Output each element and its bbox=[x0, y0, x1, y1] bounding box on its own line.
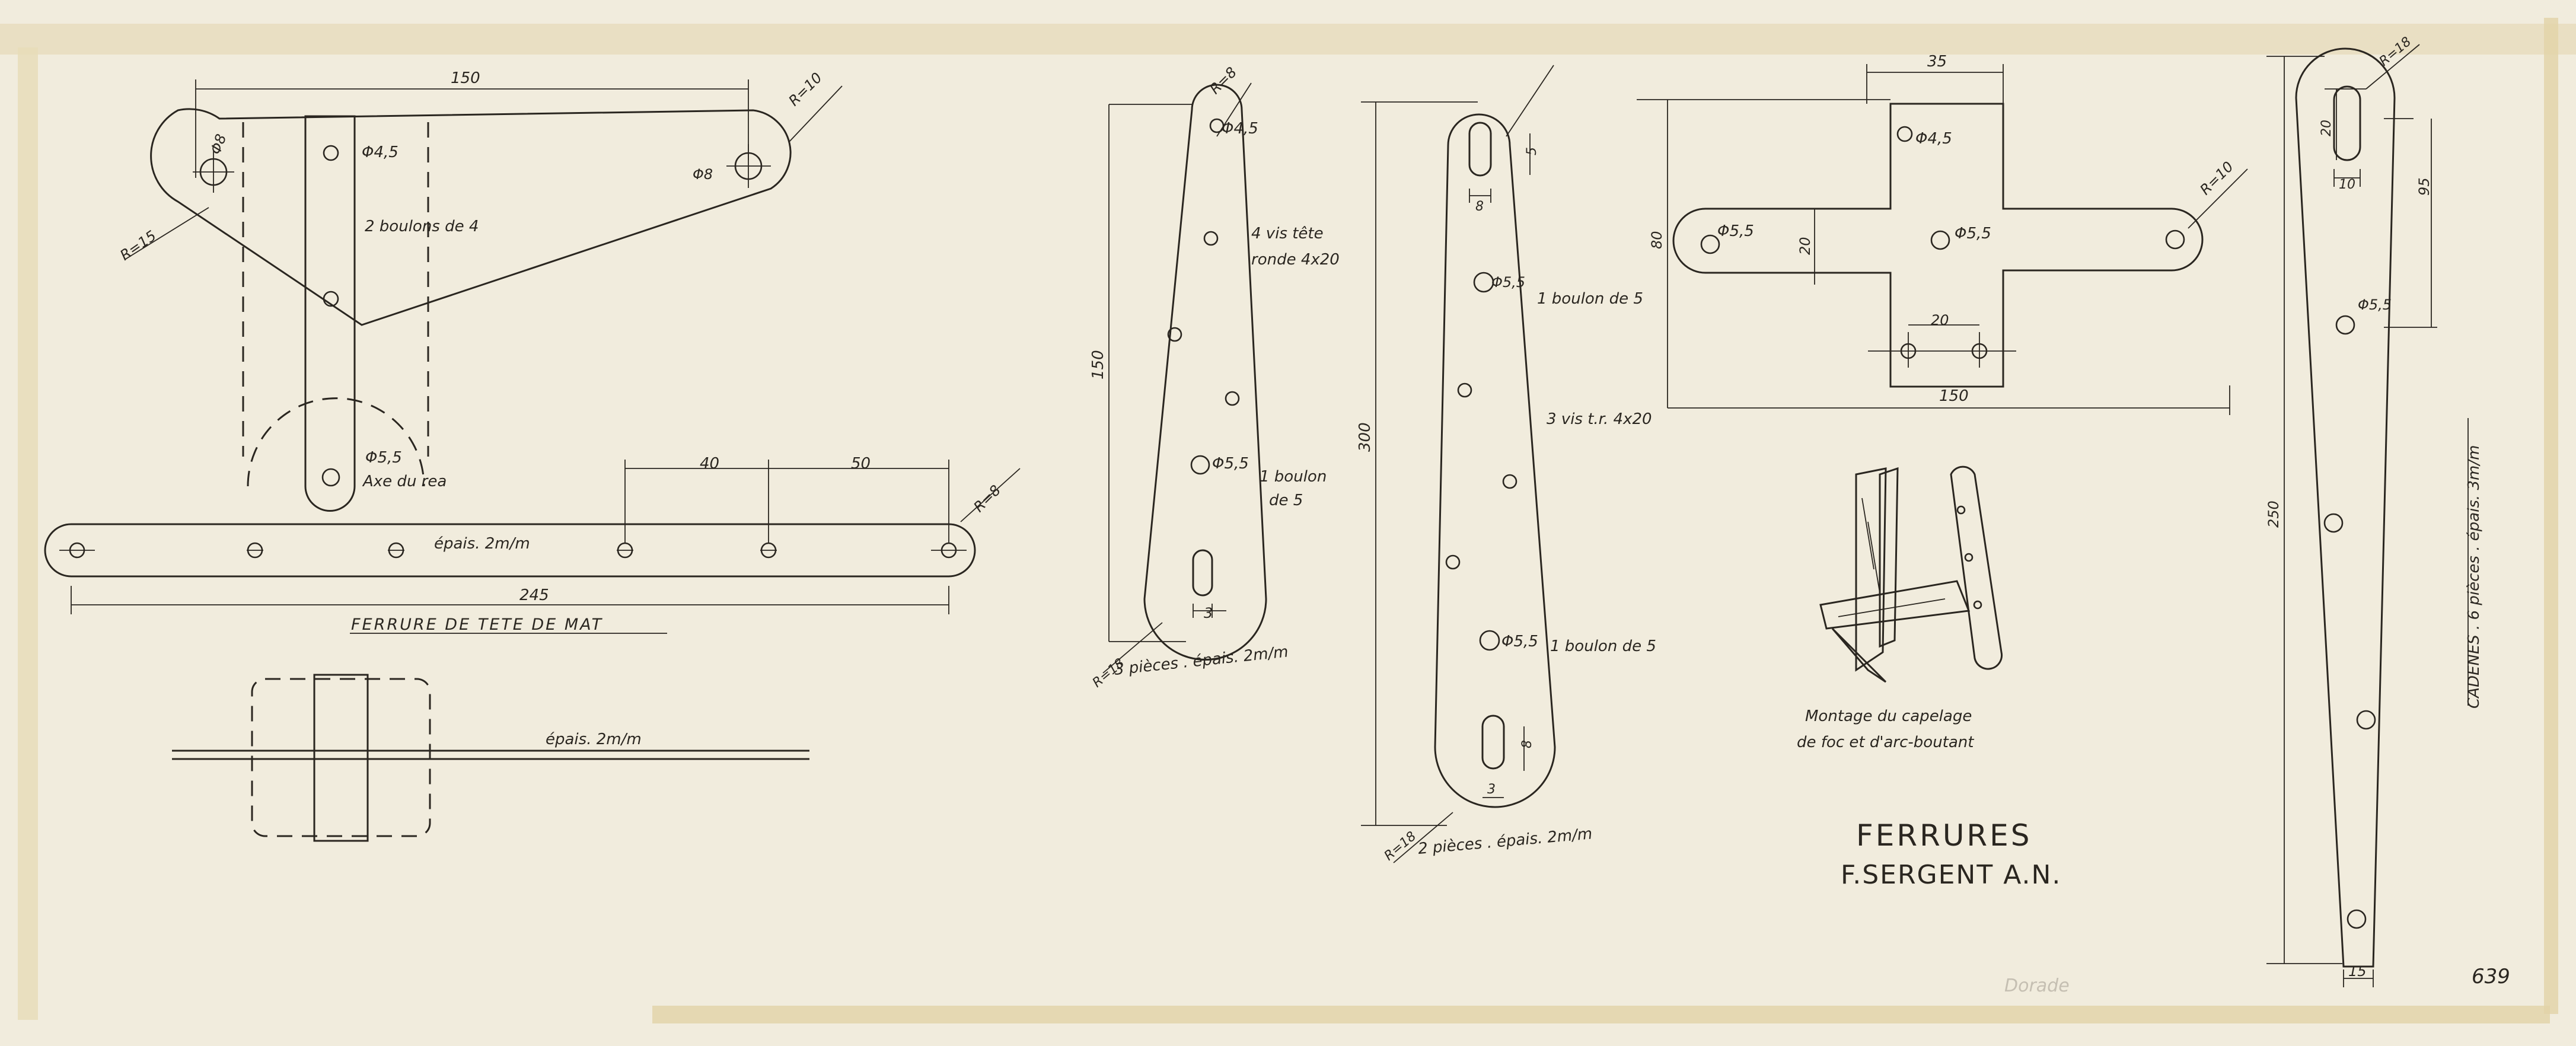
bar-thickness: épais. 2m/m bbox=[434, 535, 530, 553]
title-block: FERRURES F.SERGENT A.N. bbox=[1841, 818, 2061, 890]
cross-hole-left: Φ5,5 bbox=[1717, 222, 1754, 240]
drawing-title: FERRURES bbox=[1856, 818, 2032, 853]
c-dim-height: 300 bbox=[1356, 422, 1374, 452]
drawing-author: F.SERGENT A.N. bbox=[1841, 860, 2061, 890]
hole-strap: Φ4,5 bbox=[362, 143, 398, 161]
cross-hole-center: Φ5,5 bbox=[1955, 225, 1991, 243]
cad-dim-20: 20 bbox=[2319, 120, 2334, 136]
c-note-bottom: 1 boulon de 5 bbox=[1550, 637, 1656, 655]
c-slot-height: 5 bbox=[1525, 147, 1539, 155]
c-slot-width-bottom: 3 bbox=[1487, 782, 1496, 797]
b-note-bolt-1: 1 boulon bbox=[1260, 468, 1327, 486]
b-slot-width: 3 bbox=[1204, 605, 1213, 621]
hole-right: Φ8 bbox=[693, 166, 713, 183]
side-thickness: épais. 2m/m bbox=[546, 731, 642, 748]
b-note-bolt-2: de 5 bbox=[1269, 492, 1303, 509]
cross-dim-20v: 20 bbox=[1797, 237, 1813, 255]
c-slot-width: 8 bbox=[1475, 199, 1484, 214]
cross-dim-80: 80 bbox=[1649, 231, 1665, 249]
dim-length-150: 150 bbox=[451, 69, 480, 87]
cad-caption: CADENES . 6 pièces . épais. 3m/m bbox=[2465, 445, 2483, 709]
b-dim-height: 150 bbox=[1089, 350, 1107, 380]
right-edge-strip bbox=[2544, 18, 2558, 1014]
cross-dim-top: 35 bbox=[1927, 53, 1947, 71]
sketch-caption-line-1: Montage du capelage bbox=[1805, 707, 1972, 725]
cross-plate bbox=[1637, 64, 2248, 415]
cross-dim-150: 150 bbox=[1939, 387, 1969, 405]
dim-245: 245 bbox=[519, 586, 549, 604]
cross-hole-top: Φ4,5 bbox=[1915, 130, 1952, 148]
cad-dim-10: 10 bbox=[2339, 177, 2355, 192]
cad-dim-95: 95 bbox=[2416, 177, 2432, 196]
c-hole-bottom: Φ5,5 bbox=[1501, 633, 1538, 650]
assembly-sketch bbox=[1819, 465, 2003, 683]
c-note-screws: 3 vis t.r. 4x20 bbox=[1547, 410, 1652, 428]
c-slot-height-bottom: 8 bbox=[1520, 740, 1535, 748]
left-edge-strip bbox=[18, 47, 38, 1020]
cadenes-part bbox=[2266, 44, 2469, 987]
cross-dim-20h: 20 bbox=[1931, 312, 1949, 329]
top-edge-strip bbox=[0, 24, 2576, 55]
b-hole-bolt: Φ5,5 bbox=[1212, 455, 1249, 473]
c-note-top: 1 boulon de 5 bbox=[1537, 290, 1643, 308]
b-hole-top: Φ4,5 bbox=[1222, 120, 1258, 138]
bottom-edge-strip bbox=[652, 1006, 2550, 1023]
dim-50: 50 bbox=[851, 455, 871, 473]
sketch-caption-line-2: de foc et d'arc-boutant bbox=[1797, 734, 1974, 751]
piece-c-2-pieces bbox=[1361, 65, 1556, 863]
masthead-fitting bbox=[44, 79, 1021, 842]
stamp: Dorade bbox=[2004, 975, 2070, 996]
note-axis: Axe du rea bbox=[362, 473, 447, 490]
masthead-title: FERRURE DE TETE DE MAT bbox=[351, 616, 603, 634]
sketch-labels: Montage du capelage de foc et d'arc-bout… bbox=[1797, 707, 1974, 751]
cad-hole: Φ5,5 bbox=[2358, 296, 2392, 313]
cad-dim-250: 250 bbox=[2265, 500, 2282, 528]
cad-dim-15: 15 bbox=[2348, 963, 2367, 980]
b-note-screws-2: ronde 4x20 bbox=[1251, 251, 1340, 269]
c-hole-top: Φ5,5 bbox=[1491, 274, 1525, 291]
hole-axis: Φ5,5 bbox=[365, 449, 402, 467]
note-bolts: 2 boulons de 4 bbox=[365, 218, 479, 235]
b-note-screws-1: 4 vis tête bbox=[1251, 225, 1324, 243]
sheet-number: 639 bbox=[2472, 965, 2510, 988]
dim-40: 40 bbox=[700, 455, 719, 473]
piece-b-3-pieces bbox=[1102, 82, 1267, 674]
